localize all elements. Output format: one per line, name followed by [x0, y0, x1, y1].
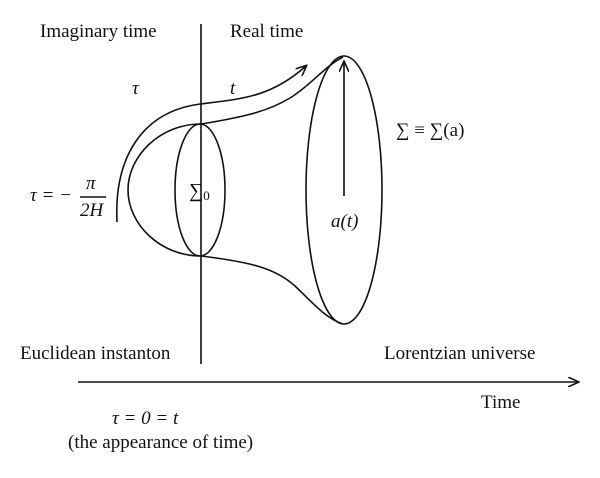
real-time-label: Real time [230, 21, 304, 42]
appearance-of-time-label: (the appearance of time) [68, 432, 254, 453]
time-axis-label: Time [481, 392, 521, 413]
sigma-ellipse [305, 55, 383, 325]
tau-zero-equation: τ = 0 = t [112, 408, 179, 429]
sigma-zero-ellipse [174, 123, 226, 257]
tau-equation-label: τ = − [30, 185, 72, 206]
scale-factor-label: a(t) [331, 211, 359, 232]
lorentzian-lower-edge [200, 255, 344, 325]
sigma-zero-symbol: ∑ [189, 180, 204, 202]
sigma-zero-subscript: 0 [203, 188, 210, 203]
euclidean-instanton-label: Euclidean instanton [20, 343, 171, 364]
tau-label: τ [132, 78, 139, 99]
sigma-zero-label: ∑0 [189, 181, 210, 202]
euclidean-hemisphere [127, 123, 202, 257]
pi-numerator: π [86, 173, 96, 194]
sigma-definition-label: ∑ ≡ ∑(a) [396, 120, 465, 141]
t-label: t [230, 78, 236, 99]
imaginary-time-label: Imaginary time [40, 21, 157, 42]
lorentzian-upper-edge [200, 56, 344, 125]
lorentzian-universe-label: Lorentzian universe [384, 343, 536, 364]
time-flow-arrow [116, 66, 306, 223]
two-h-denominator: 2H [80, 200, 104, 221]
